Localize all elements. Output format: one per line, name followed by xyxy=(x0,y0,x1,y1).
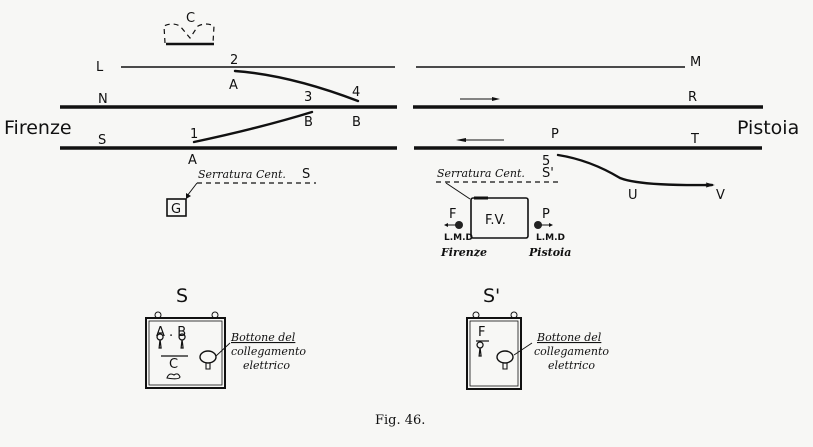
switch-number-2: 2 xyxy=(230,53,238,68)
direction-arrow-left xyxy=(456,138,504,142)
label-v: V xyxy=(716,188,725,203)
fv-box-label: F.V. xyxy=(485,213,506,228)
switch-number-3: 3 xyxy=(304,90,312,105)
panel-s-prime-key-f: F xyxy=(478,325,485,340)
electric-button-icon xyxy=(496,350,514,364)
button-f-city: Firenze xyxy=(440,246,487,259)
central-lock-s: Serratura Cent. S G xyxy=(166,167,316,217)
switch-number-5: 5 xyxy=(542,154,550,169)
switch-2-4 xyxy=(233,69,360,103)
button-p-code: L.M.D xyxy=(536,233,565,243)
callout-s-prime-line1: Bottone del xyxy=(536,331,602,344)
lock-s-label: Serratura Cent. xyxy=(198,168,286,181)
lock-s-prime-letter: S' xyxy=(542,166,554,181)
panel-s-prime-title: S' xyxy=(483,285,500,307)
callout-s-line2: collegamento xyxy=(231,345,306,358)
station-pistoia: Pistoia xyxy=(737,117,799,139)
keyhole-icon xyxy=(178,333,186,349)
label-l: L xyxy=(96,60,104,75)
switch-point-b-right: B xyxy=(352,115,361,130)
callout-s-line3: elettrico xyxy=(243,359,290,372)
keyhole-icon xyxy=(156,333,164,349)
button-f-code: L.M.D xyxy=(444,233,473,243)
panel-s-prime: S' F xyxy=(466,285,533,390)
lock-s-prime-label: Serratura Cent. xyxy=(437,167,525,180)
callout-s-line1: Bottone del xyxy=(230,331,296,344)
switch-5-branch xyxy=(556,153,714,187)
callout-s-prime-line2: collegamento xyxy=(534,345,609,358)
signal-c-label: C xyxy=(186,11,195,26)
label-n: N xyxy=(98,92,108,107)
label-r: R xyxy=(688,90,697,105)
electric-button-icon xyxy=(199,350,217,364)
callout-s-prime-line3: elettrico xyxy=(548,359,595,372)
station-firenze: Firenze xyxy=(4,117,72,139)
switch-point-a-lower: A xyxy=(188,153,197,168)
label-u: U xyxy=(628,188,638,203)
switch-number-4: 4 xyxy=(352,85,360,100)
switch-number-1: 1 xyxy=(190,127,198,142)
lock-s-box: G xyxy=(171,202,181,217)
switch-1-3 xyxy=(192,110,314,144)
figure-caption: Fig. 46. xyxy=(375,413,425,428)
panel-s: S A . B C xyxy=(145,285,231,389)
button-f-letter: F xyxy=(449,207,456,222)
button-p-pistoia: P L.M.D Pistoia xyxy=(528,207,571,259)
direction-arrow-right xyxy=(460,97,500,101)
switch-point-b-mid: B xyxy=(304,115,313,130)
callout-button-s-prime: Bottone del collegamento elettrico xyxy=(534,331,609,372)
lock-s-letter: S xyxy=(302,167,310,182)
label-m: M xyxy=(690,55,701,70)
label-s: S xyxy=(98,133,106,148)
panel-s-key-c: C xyxy=(169,357,178,372)
lock-shape-icon xyxy=(166,373,181,380)
label-p: P xyxy=(551,127,559,142)
keyhole-icon xyxy=(476,341,484,357)
signal-c: C xyxy=(163,11,215,46)
button-p-city: Pistoia xyxy=(528,246,571,259)
button-f-firenze: F L.M.D Firenze xyxy=(440,207,487,259)
switch-point-a-upper: A xyxy=(229,78,238,93)
label-t: T xyxy=(690,132,699,147)
panel-s-title: S xyxy=(176,285,188,307)
button-p-letter: P xyxy=(542,207,550,222)
central-lock-s-prime: Serratura Cent. S' F.V. xyxy=(436,166,560,239)
panel-s-keys-top: A . B xyxy=(156,325,186,340)
callout-button-s: Bottone del collegamento elettrico xyxy=(230,331,306,372)
